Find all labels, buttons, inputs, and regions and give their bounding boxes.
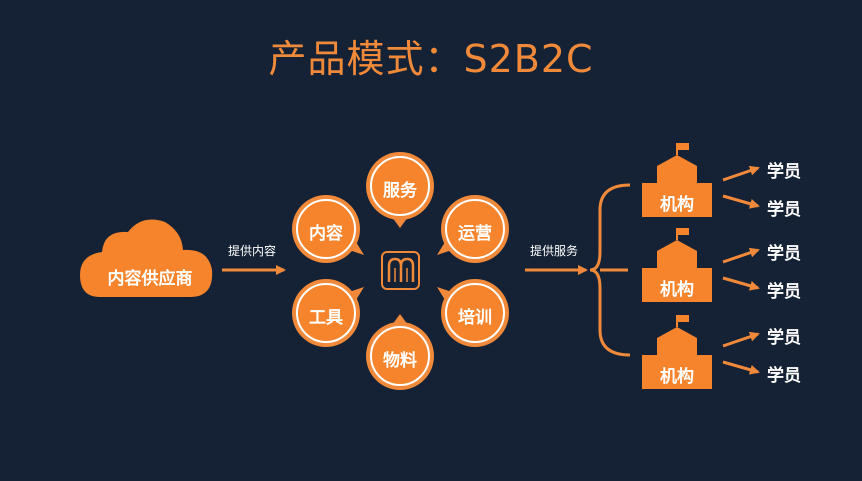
bracket (589, 183, 631, 357)
m-logo-icon (381, 251, 420, 290)
cloud-icon (80, 219, 213, 297)
institution-building-icon (642, 228, 712, 302)
page-title: 产品模式：S2B2C (268, 37, 594, 81)
institution-building-icon (642, 315, 712, 389)
student-label: 学员 (767, 244, 801, 264)
student-label: 学员 (767, 162, 801, 182)
provide-content-label: 提供内容 (227, 244, 276, 258)
hub-petals (292, 152, 509, 390)
supplier-label: 内容供应商 (107, 269, 193, 289)
institution-label: 机构 (660, 280, 694, 300)
student-arrows (722, 165, 760, 375)
institution-label: 机构 (660, 195, 694, 215)
hub-petal-operation: 运营 (458, 224, 492, 244)
hub-petal-training: 培训 (458, 308, 492, 328)
hub-petal-tools: 工具 (309, 308, 343, 328)
institution-label: 机构 (660, 367, 694, 387)
student-label: 学员 (767, 366, 801, 386)
hub-petal-service: 服务 (383, 181, 417, 201)
student-label: 学员 (767, 200, 801, 220)
hub-petal-content: 内容 (309, 224, 343, 244)
student-label: 学员 (767, 328, 801, 348)
hub-petal-materials: 物料 (383, 351, 417, 371)
student-label: 学员 (767, 282, 801, 302)
provide-service-label: 提供服务 (529, 244, 578, 258)
institution-building-icon (642, 143, 712, 217)
